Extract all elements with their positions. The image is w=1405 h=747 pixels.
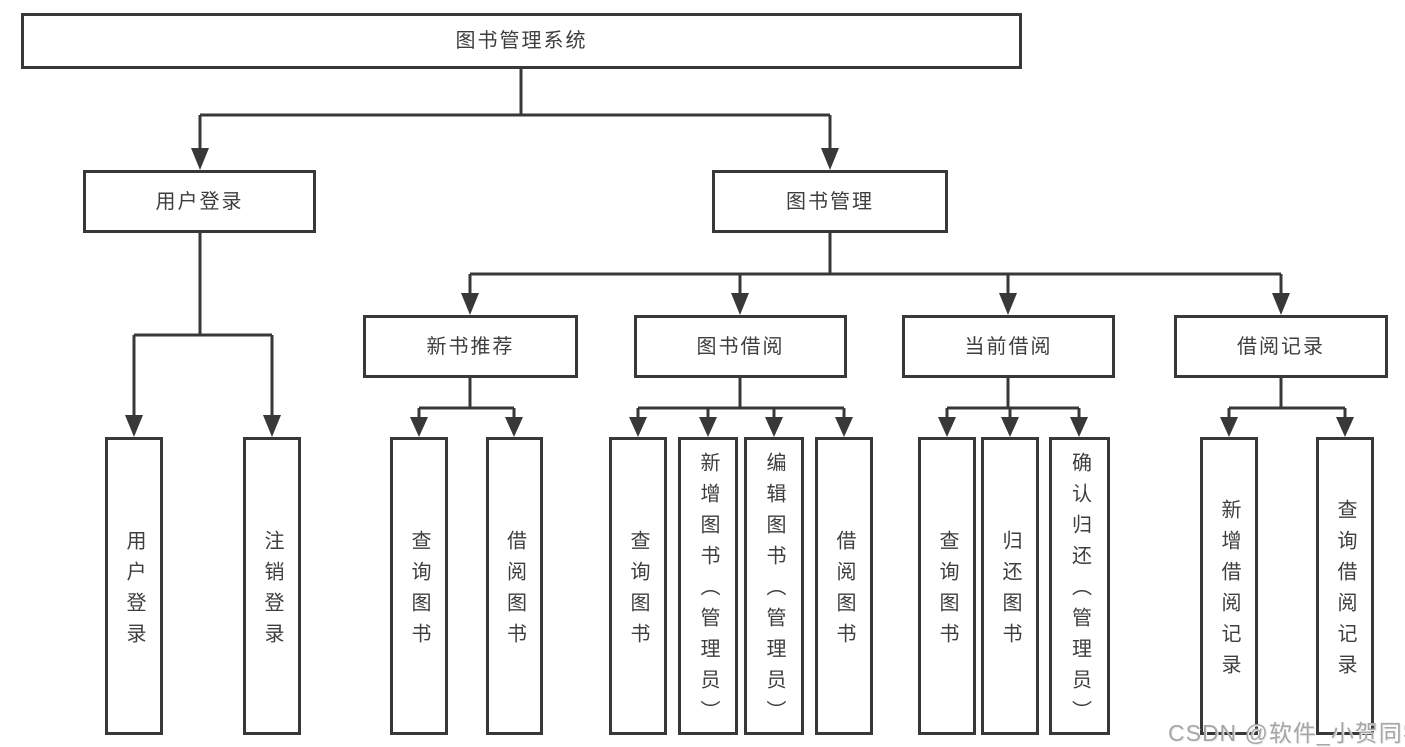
leaf-records-add-record-label: 新增借阅记录 xyxy=(1218,498,1240,685)
leaf-records-query-record: 查询借阅记录 xyxy=(1316,437,1374,735)
leaf-newbook-query-books: 查询图书 xyxy=(390,437,448,735)
leaf-borrow-query-books: 查询图书 xyxy=(609,437,667,735)
leaf-borrow-query-books-label: 查询图书 xyxy=(627,529,649,654)
leaf-newbook-query-books-label: 查询图书 xyxy=(408,529,430,654)
node-book-borrow: 图书借阅 xyxy=(634,315,847,378)
node-user-login: 用户登录 xyxy=(83,170,316,233)
node-new-book-recommend: 新书推荐 xyxy=(363,315,578,378)
node-borrow-records: 借阅记录 xyxy=(1174,315,1388,378)
node-current-borrow-label: 当前借阅 xyxy=(964,335,1053,358)
leaf-current-confirm-return-admin: 确认归还（管理员） xyxy=(1049,437,1110,735)
node-current-borrow: 当前借阅 xyxy=(902,315,1115,378)
leaf-borrow-edit-books-admin-label: 编辑图书（管理员） xyxy=(763,452,785,731)
leaf-records-query-record-label: 查询借阅记录 xyxy=(1334,498,1356,685)
leaf-logout-login-label: 注销登录 xyxy=(261,529,283,654)
node-borrow-records-label: 借阅记录 xyxy=(1237,335,1325,358)
node-book-borrow-label: 图书借阅 xyxy=(696,335,785,358)
leaf-current-confirm-return-admin-label: 确认归还（管理员） xyxy=(1068,452,1091,731)
node-book-management-label: 图书管理 xyxy=(786,190,874,213)
leaf-current-query-books: 查询图书 xyxy=(918,437,976,735)
leaf-user-login-label: 用户登录 xyxy=(123,529,145,654)
csdn-watermark: CSDN @软件_小贺同学 xyxy=(1168,720,1405,746)
leaf-logout-login: 注销登录 xyxy=(243,437,301,735)
leaf-current-query-books-label: 查询图书 xyxy=(936,529,958,654)
leaf-current-return-books-label: 归还图书 xyxy=(999,529,1021,654)
node-new-book-recommend-label: 新书推荐 xyxy=(426,335,515,358)
node-book-management: 图书管理 xyxy=(712,170,948,233)
node-user-login-label: 用户登录 xyxy=(155,190,244,213)
leaf-borrow-borrow-books-label: 借阅图书 xyxy=(833,529,855,654)
node-root-label: 图书管理系统 xyxy=(455,30,588,52)
leaf-borrow-edit-books-admin: 编辑图书（管理员） xyxy=(744,437,804,735)
leaf-current-return-books: 归还图书 xyxy=(981,437,1039,735)
leaf-user-login: 用户登录 xyxy=(105,437,163,735)
leaf-records-add-record: 新增借阅记录 xyxy=(1200,437,1258,735)
leaf-borrow-borrow-books: 借阅图书 xyxy=(815,437,873,735)
leaf-borrow-add-books-admin-label: 新增图书（管理员） xyxy=(697,452,719,731)
leaf-borrow-add-books-admin: 新增图书（管理员） xyxy=(678,437,738,735)
node-root-system: 图书管理系统 xyxy=(21,13,1022,69)
leaf-newbook-borrow-books: 借阅图书 xyxy=(486,437,543,735)
leaf-newbook-borrow-books-label: 借阅图书 xyxy=(503,529,526,654)
